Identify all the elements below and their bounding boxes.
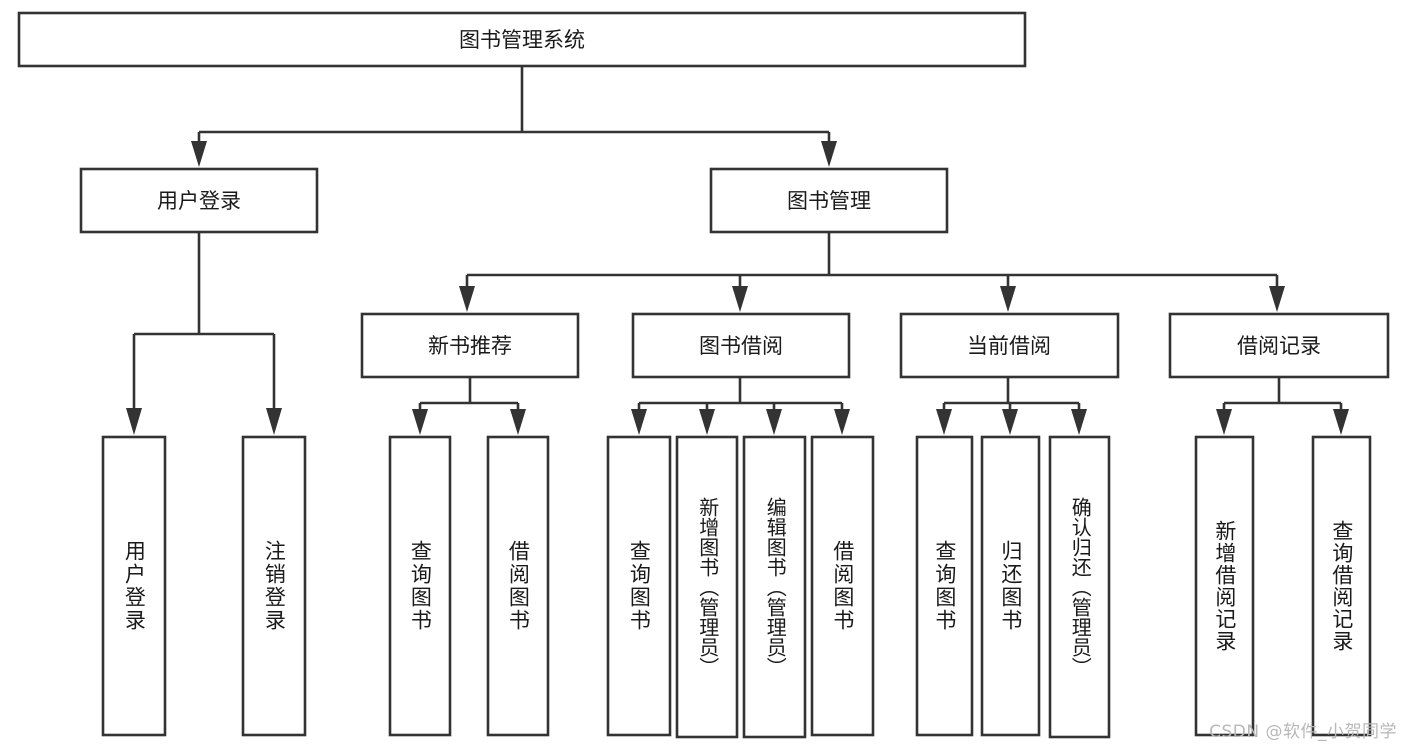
node-borrow-record-box[interactable] <box>1168 312 1390 379</box>
arrow-head-leaf-edit-book-admin <box>766 409 782 435</box>
connector-group-new-book-rec <box>412 377 526 435</box>
node-new-book-rec-label: 新书推荐 <box>428 334 512 358</box>
node-root[interactable]: 图书管理系统 <box>17 11 1027 68</box>
arrow-head-leaf-query-book-1 <box>412 409 428 435</box>
leaf-confirm-return-box[interactable] <box>1048 435 1111 739</box>
arrow-head-leaf-add-book-admin <box>699 409 715 435</box>
node-current-borrow-label: 当前借阅 <box>967 334 1051 358</box>
arrow-head-leaf-query-record <box>1333 409 1349 435</box>
connector-group-user-login <box>126 232 282 435</box>
leaf-borrow-book-1-box[interactable] <box>486 435 550 737</box>
leaf-query-book-2-box[interactable] <box>606 435 672 737</box>
node-user-login[interactable]: 用户登录 <box>79 167 319 234</box>
arrow-head-book-manage <box>821 141 837 167</box>
node-book-borrow[interactable]: 图书借阅 <box>631 312 851 379</box>
arrow-head-leaf-add-record <box>1216 409 1232 435</box>
connector-group-borrow-record <box>1216 377 1349 435</box>
arrow-head-leaf-query-book-2 <box>631 409 647 435</box>
arrow-head-borrow-record <box>1269 286 1285 312</box>
arrow-head-book-borrow <box>732 286 748 312</box>
leaf-edit-book-admin-box[interactable] <box>742 435 807 739</box>
arrow-head-leaf-user-logout <box>266 408 282 435</box>
leaf-query-book-1-box[interactable] <box>388 435 452 737</box>
node-root-box[interactable] <box>17 11 1027 68</box>
arrow-head-new-book-rec <box>459 286 475 312</box>
leaf-borrow-book-2-box[interactable] <box>810 435 875 737</box>
connector-group-current-borrow <box>936 377 1087 435</box>
node-book-borrow-label: 图书借阅 <box>699 334 783 358</box>
node-book-manage-box[interactable] <box>709 167 949 234</box>
arrow-head-leaf-borrow-book-1 <box>510 409 526 435</box>
leaf-return-book-box[interactable] <box>980 435 1041 737</box>
node-new-book-rec[interactable]: 新书推荐 <box>360 312 580 379</box>
node-book-manage[interactable]: 图书管理 <box>709 167 949 234</box>
arrow-head-user-login <box>191 141 207 167</box>
leaf-add-book-admin-box[interactable] <box>675 435 739 739</box>
leaf-boxes <box>101 435 1372 739</box>
leaf-query-book-3-box[interactable] <box>915 435 974 737</box>
leaf-add-record-box[interactable] <box>1194 435 1255 737</box>
node-book-borrow-box[interactable] <box>631 312 851 379</box>
leaf-query-record-box[interactable] <box>1311 435 1372 737</box>
leaf-user-login-box[interactable] <box>101 435 167 737</box>
node-current-borrow-box[interactable] <box>899 312 1120 379</box>
csdn-watermark: CSDN @软件_小贺同学 <box>1209 722 1397 742</box>
arrow-head-leaf-user-login <box>126 408 142 435</box>
leaf-user-logout-box[interactable] <box>241 435 307 737</box>
node-root-label: 图书管理系统 <box>459 28 585 52</box>
node-book-manage-label: 图书管理 <box>787 189 871 213</box>
node-current-borrow[interactable]: 当前借阅 <box>899 312 1120 379</box>
connector-group-book-borrow <box>631 377 850 435</box>
arrow-head-leaf-borrow-book-2 <box>834 409 850 435</box>
arrow-head-leaf-return-book <box>1002 409 1018 435</box>
connector-group-root <box>191 66 837 167</box>
arrow-head-leaf-confirm-return <box>1071 409 1087 435</box>
arrow-head-current-borrow <box>1000 286 1016 312</box>
node-new-book-rec-box[interactable] <box>360 312 580 379</box>
node-borrow-record-label: 借阅记录 <box>1237 334 1321 358</box>
arrow-head-leaf-query-book-3 <box>936 409 952 435</box>
connector-group-book-manage <box>459 232 1285 312</box>
node-user-login-label: 用户登录 <box>157 189 241 213</box>
node-borrow-record[interactable]: 借阅记录 <box>1168 312 1390 379</box>
node-user-login-box[interactable] <box>79 167 319 234</box>
